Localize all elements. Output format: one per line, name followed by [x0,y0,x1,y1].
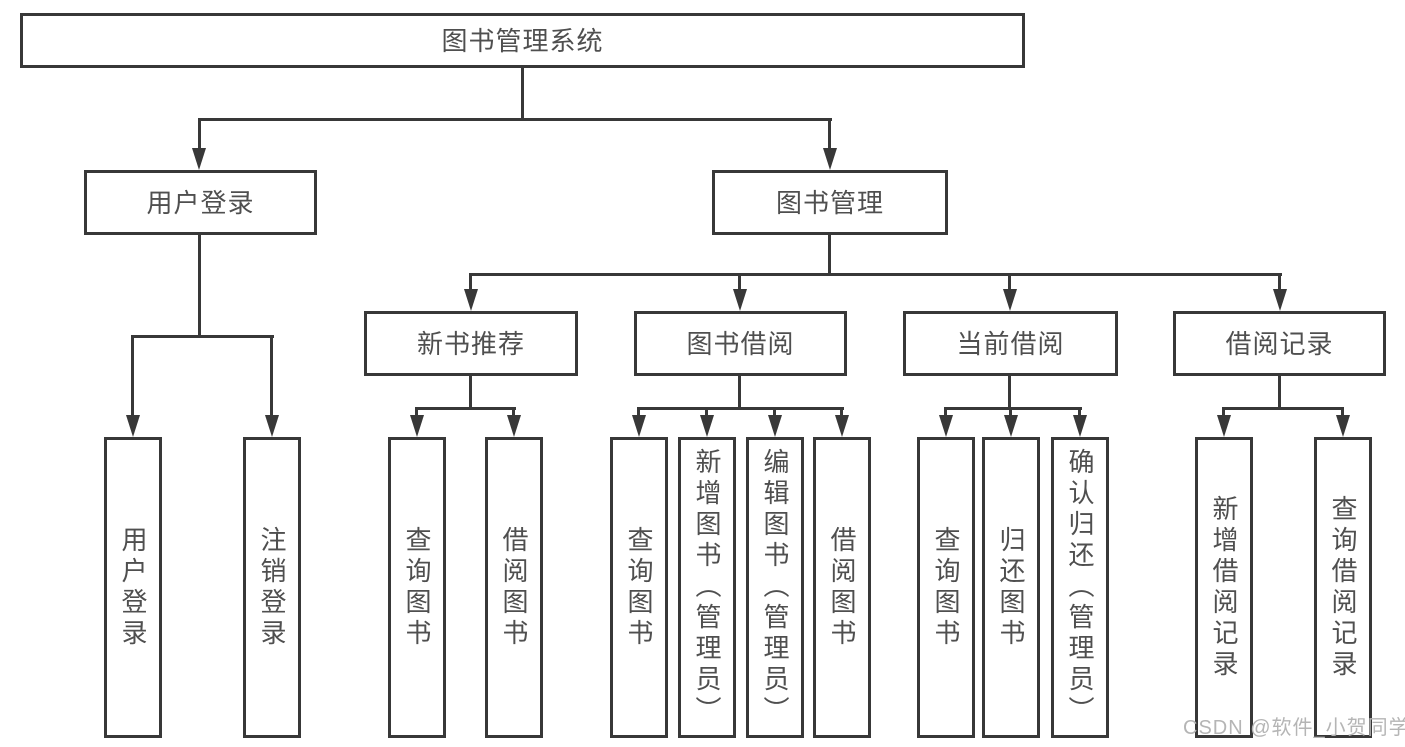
connector-line [828,233,831,276]
leaf-label: 查询图书 [624,525,654,650]
node-label: 借阅记录 [1225,328,1334,359]
arrow-down [939,415,953,437]
node-label: 新书推荐 [416,328,525,359]
node-book-borrowing: 图书借阅 [634,311,847,376]
leaf-label: 查询图书 [402,525,432,650]
leaf-label: 新增图书（管理员） [692,448,722,727]
csdn-watermark: CSDN @软件_小贺同学 [1183,717,1405,739]
node-label: 图书管理 [775,187,884,218]
node-label: 图书借阅 [686,328,795,359]
connector-line [521,68,524,120]
connector-line [270,335,273,419]
arrow-down [632,415,646,437]
leaf-query-borrow-record: 查询借阅记录 [1314,437,1372,738]
leaf-logout: 注销登录 [243,437,301,738]
arrow-down [700,415,714,437]
leaf-add-borrow-record: 新增借阅记录 [1195,437,1253,738]
connector-line [1009,407,1012,419]
leaf-query-books: 查询图书 [917,437,975,738]
connector-line [1008,273,1011,291]
connector-line [1278,374,1281,410]
connector-line [773,407,776,419]
connector-line [1278,273,1281,291]
connector-line [1341,407,1344,419]
arrow-down [1217,415,1231,437]
leaf-confirm-return-admin: 确认归还（管理员） [1051,437,1109,738]
leaf-query-books: 查询图书 [610,437,668,738]
arrow-down [823,148,837,170]
connector-line [738,374,741,410]
node-root-library-system: 图书管理系统 [20,13,1025,68]
connector-line [638,407,844,410]
arrow-down [1073,415,1087,437]
connector-line [1222,407,1344,410]
connector-line [840,407,843,419]
connector-line [131,335,134,419]
connector-line [198,233,201,337]
connector-line [198,118,201,152]
connector-line [738,273,741,291]
arrow-down [768,415,782,437]
leaf-label: 归还图书 [996,525,1026,650]
leaf-label: 确认归还（管理员） [1065,448,1095,727]
node-borrowing-records: 借阅记录 [1173,311,1386,376]
connector-line [637,407,640,419]
leaf-borrow-books: 借阅图书 [485,437,543,738]
connector-line [1008,374,1011,410]
leaf-label: 查询图书 [931,525,961,650]
arrow-down [1003,289,1017,311]
connector-line [132,335,274,338]
node-label: 图书管理系统 [441,25,604,56]
node-book-management: 图书管理 [712,170,948,235]
node-new-book-recommend: 新书推荐 [364,311,578,376]
leaf-user-login: 用户登录 [104,437,162,738]
arrow-down [126,415,140,437]
connector-line [416,407,516,410]
leaf-query-books: 查询图书 [388,437,446,738]
connector-line [512,407,515,419]
leaf-label: 注销登录 [257,525,287,650]
leaf-edit-books-admin: 编辑图书（管理员） [746,437,804,738]
arrow-down [1273,289,1287,311]
node-label: 用户登录 [146,187,255,218]
arrow-down [1336,415,1350,437]
arrow-down [265,415,279,437]
arrow-down [733,289,747,311]
connector-line [828,118,831,152]
arrow-down [1004,415,1018,437]
connector-line [944,407,947,419]
connector-line [944,407,1082,410]
leaf-label: 借阅图书 [827,525,857,650]
leaf-label: 借阅图书 [499,525,529,650]
leaf-label: 新增借阅记录 [1209,494,1239,681]
leaf-label: 编辑图书（管理员） [760,448,790,727]
leaf-return-books: 归还图书 [982,437,1040,738]
connector-line [415,407,418,419]
arrow-down [410,415,424,437]
node-label: 当前借阅 [956,328,1065,359]
arrow-down [835,415,849,437]
leaf-label: 查询借阅记录 [1328,494,1358,681]
connector-line [469,273,472,291]
arrow-down [464,289,478,311]
leaf-borrow-books: 借阅图书 [813,437,871,738]
arrow-down [507,415,521,437]
connector-line [469,374,472,410]
arrow-down [192,148,206,170]
connector-line [1222,407,1225,419]
node-current-borrowing: 当前借阅 [903,311,1118,376]
connector-line [705,407,708,419]
connector-line [1078,407,1081,419]
leaf-label: 用户登录 [118,525,148,650]
connector-line [469,273,1282,276]
connector-line [198,118,832,121]
node-user-login: 用户登录 [84,170,317,235]
leaf-add-books-admin: 新增图书（管理员） [678,437,736,738]
